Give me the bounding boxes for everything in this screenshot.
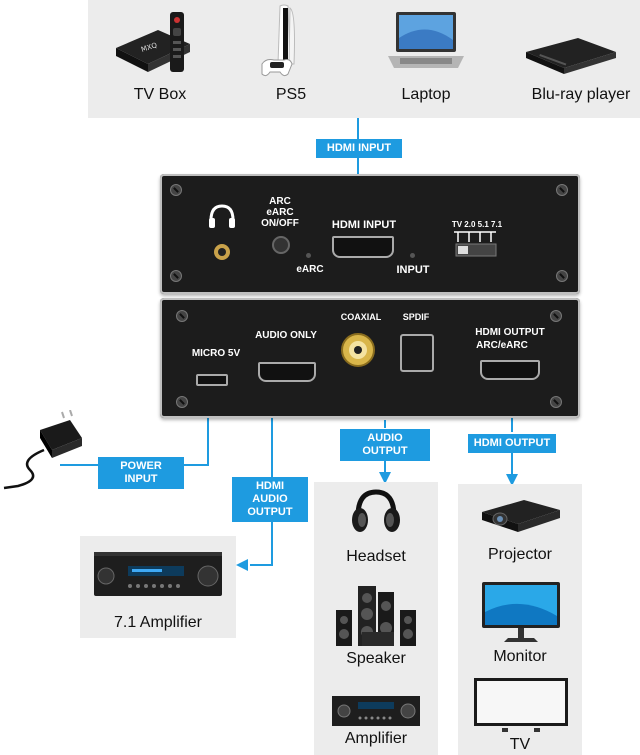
av-receiver-icon [92, 548, 224, 600]
screw [556, 184, 568, 196]
screw [170, 184, 182, 196]
hdmi-audio-output-tag: HDMI AUDIO OUTPUT [232, 477, 308, 522]
headphones-icon [350, 486, 402, 538]
speaker-system-icon [330, 580, 422, 650]
front-hdmi-input-label: HDMI INPUT [326, 220, 402, 231]
micro-usb-port[interactable] [196, 374, 228, 386]
mode-switch-label: TV 2.0 5.1 7.1 [446, 219, 508, 230]
amplifier-label: Amplifier [314, 730, 438, 748]
hdmi-input-port[interactable] [332, 236, 394, 258]
hdmi-input-tag: HDMI INPUT [316, 139, 402, 158]
audio-only-label: AUDIO ONLY [246, 330, 326, 341]
monitor-icon [480, 580, 562, 646]
earc-label: eARC [258, 207, 302, 218]
micro5v-label: MICRO 5V [186, 348, 246, 359]
earc-led-label: eARC [290, 264, 330, 275]
onoff-label: ON/OFF [252, 218, 308, 229]
hdmi-output-port[interactable] [480, 360, 540, 380]
screw [550, 396, 562, 408]
tv-icon [472, 676, 570, 734]
arc-button[interactable] [272, 236, 290, 254]
speaker-label: Speaker [314, 650, 438, 668]
headset-label: Headset [314, 548, 438, 566]
spdif-label: SPDIF [398, 312, 434, 323]
hdmi-output-label: HDMI OUTPUT [464, 327, 556, 338]
earc-led [306, 253, 311, 258]
screw [550, 310, 562, 322]
audio-output-tag: AUDIO OUTPUT [340, 429, 430, 461]
amplifier-icon [330, 692, 422, 730]
headphone-jack-icon [207, 204, 237, 262]
power-adapter-icon [0, 410, 100, 492]
screw [176, 396, 188, 408]
tv-label: TV [458, 736, 582, 754]
projector-label: Projector [458, 546, 582, 564]
spdif-optical-port[interactable] [400, 334, 434, 372]
hdmi-audio-only-port[interactable] [258, 362, 316, 382]
input-led [410, 253, 415, 258]
hdmi-output-tag: HDMI OUTPUT [468, 434, 556, 453]
input-led-label: INPUT [388, 265, 438, 276]
mode-switch-icon [452, 230, 500, 260]
arc-earc-label: ARC/eARC [470, 340, 534, 351]
screw [176, 310, 188, 322]
monitor-label: Monitor [458, 648, 582, 666]
power-input-tag: POWER INPUT [98, 457, 184, 489]
amplifier-71-label: 7.1 Amplifier [80, 614, 236, 632]
arc-label: ARC [258, 196, 302, 207]
screw [556, 270, 568, 282]
projector-icon [478, 492, 564, 536]
screw [170, 270, 182, 282]
coaxial-port-icon[interactable] [340, 332, 376, 368]
coaxial-label: COAXIAL [336, 312, 386, 323]
